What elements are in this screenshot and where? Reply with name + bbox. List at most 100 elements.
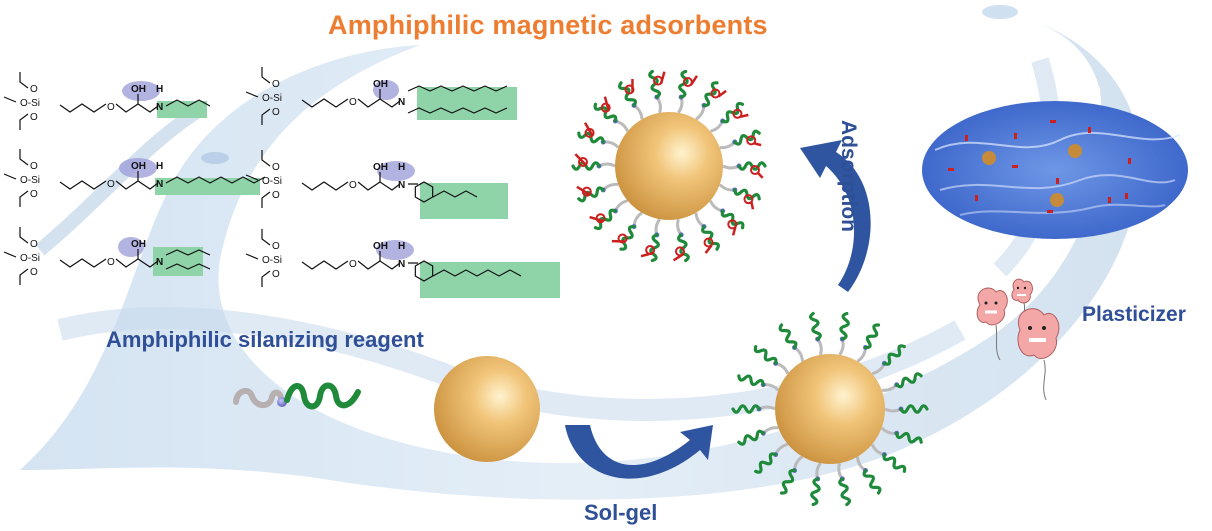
svg-text:O: O xyxy=(272,107,280,118)
svg-text:O: O xyxy=(272,269,280,280)
ligand-chain xyxy=(808,311,823,356)
adsorbate-molecule xyxy=(727,219,738,236)
adsorbate-molecule xyxy=(583,122,595,138)
adsorption-label: Adsorption xyxy=(837,120,860,232)
ligand-chain xyxy=(708,200,745,230)
adsorbate-molecule xyxy=(710,88,727,99)
ligand-chain xyxy=(871,344,906,376)
ligand-chain xyxy=(779,455,804,495)
sol-gel-label: Sol-gel xyxy=(584,500,658,525)
adsorbate-molecule xyxy=(576,185,592,197)
adsorbate-molecule xyxy=(732,108,749,119)
ligand-chain xyxy=(718,183,761,201)
svg-text:OH: OH xyxy=(131,84,146,95)
svg-text:O: O xyxy=(272,241,280,252)
plasticizer-label: Plasticizer xyxy=(1082,303,1186,326)
ligand-chain xyxy=(880,426,923,444)
svg-text:O: O xyxy=(272,190,280,201)
ligand-chain xyxy=(676,218,690,263)
ligand-chain xyxy=(593,102,630,132)
svg-text:O: O xyxy=(30,84,38,95)
ligand-chain xyxy=(754,442,789,474)
svg-text:H: H xyxy=(156,161,163,172)
svg-text:OH: OH xyxy=(373,79,388,90)
svg-text:OH: OH xyxy=(373,162,388,173)
svg-text:O: O xyxy=(30,239,38,250)
hydrophilic-highlights xyxy=(118,80,415,260)
svg-text:O-Si: O-Si xyxy=(20,253,40,264)
sol-gel-arrow xyxy=(565,425,713,479)
svg-text:O: O xyxy=(30,112,38,123)
adsorbate-molecule xyxy=(672,246,685,262)
ligand-chain xyxy=(695,81,719,121)
ligand-chain xyxy=(870,443,907,473)
ligand-chain xyxy=(648,69,662,114)
svg-text:O-Si: O-Si xyxy=(262,93,282,104)
svg-text:H: H xyxy=(398,162,405,173)
plasticizer-character xyxy=(1011,278,1033,323)
svg-text:OH: OH xyxy=(373,241,388,252)
svg-text:O: O xyxy=(30,161,38,172)
ligand-chain xyxy=(810,462,822,507)
silanizing-reagent-icon xyxy=(233,382,361,410)
svg-text:N: N xyxy=(398,259,405,270)
adsorbate-molecule xyxy=(640,244,656,258)
hydrophobic-highlights xyxy=(153,87,560,298)
magnetic-core xyxy=(615,112,723,220)
plasticizer-character xyxy=(976,287,1008,361)
adsorbate-molecule xyxy=(743,194,755,210)
svg-text:O: O xyxy=(107,179,115,190)
adsorbate-molecule xyxy=(600,96,611,113)
svg-text:O: O xyxy=(272,79,280,90)
svg-text:N: N xyxy=(156,179,163,190)
magnetic-core xyxy=(775,354,885,464)
ligand-chain xyxy=(731,404,776,414)
adsorbate-molecule xyxy=(611,233,628,244)
adsorbate-molecule xyxy=(703,237,714,254)
adsorbate-molecule xyxy=(589,213,606,224)
svg-text:O: O xyxy=(349,97,357,108)
ligand-chain xyxy=(694,212,720,251)
adsorbent-particle-with-adsorbates xyxy=(571,69,767,263)
svg-text:O: O xyxy=(349,180,357,191)
svg-text:O: O xyxy=(107,102,115,113)
contaminated-water-pool xyxy=(922,101,1188,239)
svg-text:H: H xyxy=(398,241,405,252)
svg-text:O: O xyxy=(349,259,357,270)
ligand-chain xyxy=(881,372,923,392)
plasticizer-molecules xyxy=(976,278,1060,401)
bare-magnetic-particle xyxy=(434,356,540,462)
adsorbate-molecule xyxy=(750,165,764,179)
silanizing-reagent-label: Amphiphilic silanizing reagent xyxy=(106,327,424,352)
ligand-chain xyxy=(618,81,644,120)
ligand-chain xyxy=(737,374,780,392)
ligand-chain xyxy=(856,323,881,363)
ligand-chain xyxy=(719,129,761,150)
adsorption-arrow xyxy=(800,140,871,292)
svg-text:O: O xyxy=(107,257,115,268)
svg-text:OH: OH xyxy=(131,161,146,172)
adsorbate-molecule xyxy=(682,75,699,88)
ligand-chain xyxy=(753,345,790,375)
ligand-chain xyxy=(856,456,882,495)
ligand-chain xyxy=(884,404,929,414)
adsorbate-molecule xyxy=(624,78,635,95)
functionalized-magnetic-particle xyxy=(731,311,929,507)
adsorbate-molecule xyxy=(653,71,666,86)
svg-text:O-Si: O-Si xyxy=(20,98,40,109)
svg-text:O: O xyxy=(30,189,38,200)
svg-text:OH: OH xyxy=(131,239,146,250)
svg-text:N: N xyxy=(398,97,405,108)
svg-text:O: O xyxy=(272,162,280,173)
adsorbate-molecule xyxy=(746,135,762,147)
svg-text:N: N xyxy=(398,180,405,191)
